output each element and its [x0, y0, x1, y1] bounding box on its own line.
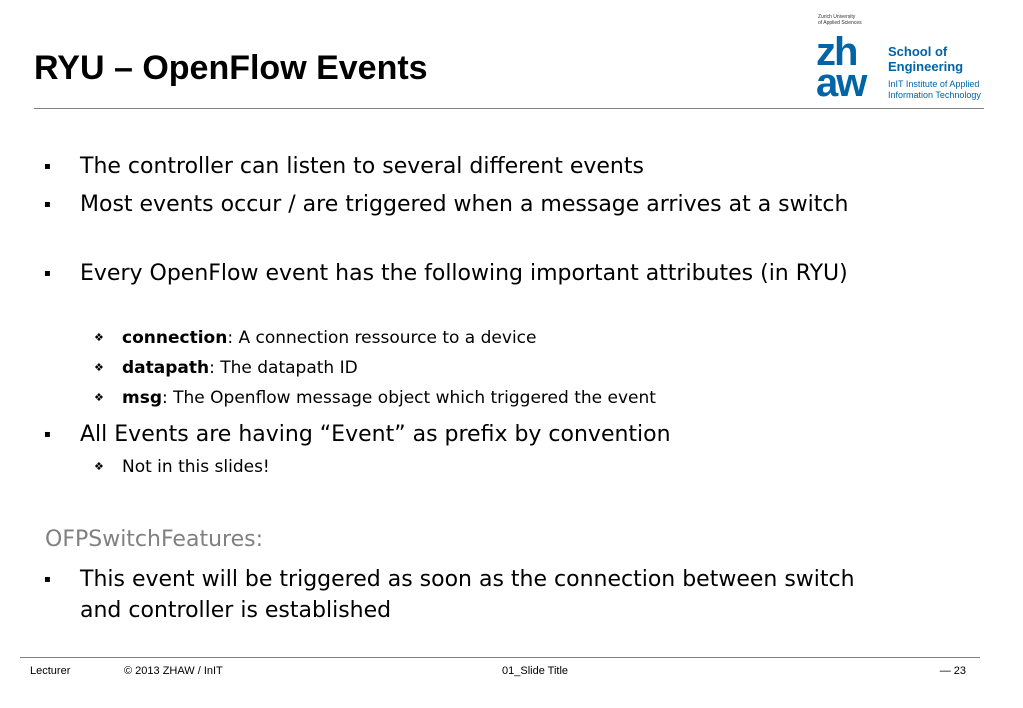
- title-divider: [34, 108, 984, 109]
- attribute-term: datapath: [122, 358, 210, 378]
- footer-divider: [20, 657, 980, 658]
- bullet-text: The controller can listen to several dif…: [80, 154, 644, 179]
- square-bullet-icon: ▪: [44, 429, 51, 440]
- bullet-item: ▪ This event will be triggered as soon a…: [44, 564, 860, 626]
- footer-lecturer: Lecturer: [30, 665, 71, 677]
- square-bullet-icon: ▪: [44, 199, 51, 210]
- footer-copyright: © 2013 ZHAW / InIT: [124, 665, 223, 677]
- bullet-text: Most events occur / are triggered when a…: [80, 192, 849, 217]
- attribute-term: connection: [122, 328, 228, 348]
- footer-slide-title: 01_Slide Title: [502, 665, 569, 677]
- attribute-description: : The Openflow message object which trig…: [162, 388, 656, 408]
- attribute-item: ❖ datapath: The datapath ID: [94, 356, 842, 380]
- logo-university-line-2: of Applied Sciences: [818, 20, 862, 26]
- bullet-item: ▪ All Events are having “Event” as prefi…: [44, 419, 860, 450]
- logo-university-line-1: Zurich University: [818, 14, 856, 20]
- zhaw-logo: Zurich University of Applied Sciences zh…: [816, 13, 996, 105]
- attribute-term: msg: [122, 388, 163, 408]
- diamond-bullet-icon: ❖: [94, 460, 104, 473]
- square-bullet-icon: ▪: [44, 161, 51, 172]
- bullet-item: ▪ Every OpenFlow event has the following…: [44, 258, 860, 289]
- bullet-text: This event will be triggered as soon as …: [80, 567, 855, 623]
- attribute-description: : A connection ressource to a device: [227, 328, 537, 348]
- diamond-bullet-icon: ❖: [94, 331, 104, 344]
- bullet-item: ▪ The controller can listen to several d…: [44, 151, 860, 182]
- logo-mark-zh: zh: [816, 30, 858, 74]
- attribute-description: : The datapath ID: [209, 358, 358, 378]
- logo-mark-aw: aw: [816, 61, 867, 105]
- note-text: Not in this slides!: [122, 457, 270, 477]
- bullet-text: All Events are having “Event” as prefix …: [80, 422, 671, 447]
- diamond-bullet-icon: ❖: [94, 391, 104, 404]
- diamond-bullet-icon: ❖: [94, 361, 104, 374]
- attribute-item: ❖ connection: A connection ressource to …: [94, 326, 842, 350]
- logo-institute-line-2: Information Technology: [888, 90, 981, 100]
- section-heading: OFPSwitchFeatures:: [45, 527, 263, 552]
- square-bullet-icon: ▪: [44, 574, 51, 585]
- attribute-item: ❖ msg: The Openflow message object which…: [94, 386, 842, 410]
- slide-title: RYU – OpenFlow Events: [34, 49, 428, 87]
- note-item: ❖ Not in this slides!: [94, 455, 842, 479]
- logo-school-line-2: Engineering: [888, 59, 964, 74]
- logo-school-line-1: School of: [888, 44, 948, 59]
- square-bullet-icon: ▪: [44, 268, 51, 279]
- bullet-item: ▪ Most events occur / are triggered when…: [44, 189, 860, 220]
- bullet-text: Every OpenFlow event has the following i…: [80, 261, 848, 286]
- footer-page-number: — 23: [939, 665, 966, 677]
- logo-institute-line-1: InIT Institute of Applied: [888, 79, 980, 89]
